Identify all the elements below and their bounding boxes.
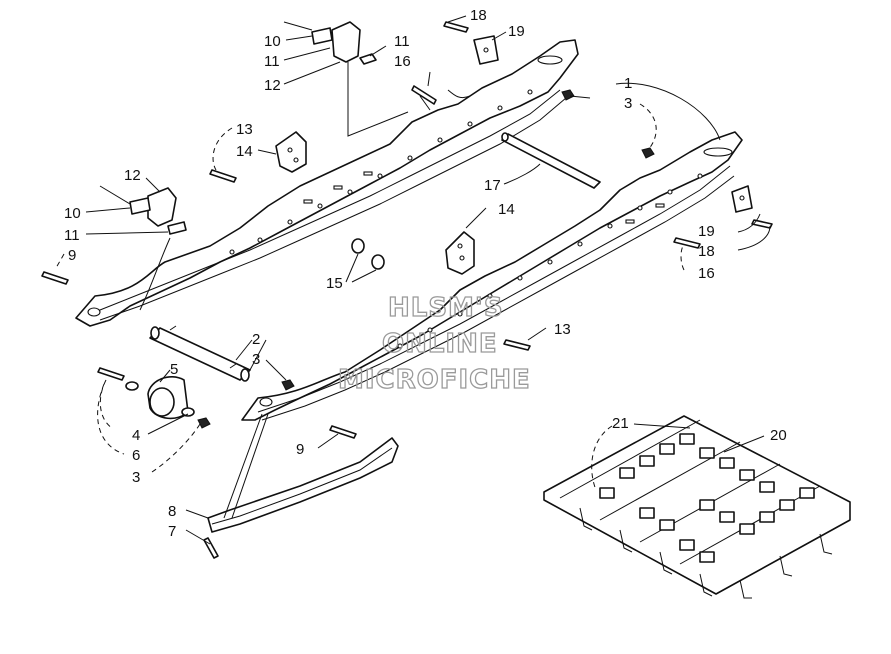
left-slide-rail: [75, 39, 579, 327]
mount-plate-front: [445, 231, 475, 275]
watermark-line-1: HLSM'S: [388, 293, 504, 323]
track-clips: [599, 433, 815, 563]
callout-12-top: 12: [264, 77, 281, 94]
callout-8: 8: [168, 503, 176, 520]
callout-10-top: 10: [264, 33, 281, 50]
callout-17: 17: [484, 177, 501, 194]
track-lugs: [579, 507, 833, 599]
callout-10-left: 10: [64, 205, 81, 222]
callout-16-top: 16: [394, 53, 411, 70]
callout-18-top: 18: [470, 7, 487, 24]
callout-6: 6: [132, 447, 140, 464]
bracket-19-top: [473, 35, 499, 65]
callout-13-right: 13: [554, 321, 571, 338]
callout-19-top: 19: [508, 23, 525, 40]
callout-18-right: 18: [698, 243, 715, 260]
front-bracket-assembly: [99, 185, 187, 235]
callout-5: 5: [170, 361, 178, 378]
callout-labels: 10 11 12 11 16 18 19 1 3 13 14 12 10 11 …: [64, 7, 787, 540]
callout-19-right: 19: [698, 223, 715, 240]
callout-4: 4: [132, 427, 140, 444]
callout-20: 20: [770, 427, 787, 444]
watermark-line-3: MICROFICHE: [338, 365, 531, 395]
callout-13-top: 13: [236, 121, 253, 138]
callout-11-top: 11: [264, 53, 280, 70]
callout-2: 2: [252, 331, 260, 348]
callout-3-top: 3: [624, 95, 632, 112]
callout-14-middle: 14: [498, 201, 515, 218]
upper-bracket-assembly: [283, 21, 409, 137]
callout-1: 1: [624, 75, 632, 92]
callout-11-top-right: 11: [394, 33, 410, 50]
watermark: HLSM'S ONLINE MICROFICHE: [337, 292, 531, 395]
callout-16-right: 16: [698, 265, 715, 282]
nuts-and-spacers: [197, 89, 655, 429]
rear-cross-shaft: [501, 132, 601, 189]
bracket-19-right: [731, 185, 753, 213]
callout-7: 7: [168, 523, 176, 540]
callout-9-left: 9: [68, 247, 76, 264]
left-rail-holes: [87, 55, 563, 317]
hyfax-wear-strip: [207, 437, 399, 533]
callout-15: 15: [326, 275, 343, 292]
callout-21: 21: [612, 415, 629, 432]
callout-11-left: 11: [64, 227, 80, 244]
watermark-line-2: ONLINE: [382, 329, 498, 359]
right-rail-holes: [259, 147, 733, 407]
track: [543, 415, 851, 599]
right-slide-rail: [241, 131, 743, 421]
callout-3-bottom: 3: [132, 469, 140, 486]
leader-lines: [55, 15, 771, 545]
idler-wheel-assembly: [125, 376, 195, 420]
mount-plate-rear: [275, 131, 307, 173]
callout-14-top: 14: [236, 143, 253, 160]
callout-12-left: 12: [124, 167, 141, 184]
front-cross-shaft: [149, 325, 251, 382]
callout-9-bottom: 9: [296, 441, 304, 458]
callout-3-middle: 3: [252, 351, 260, 368]
